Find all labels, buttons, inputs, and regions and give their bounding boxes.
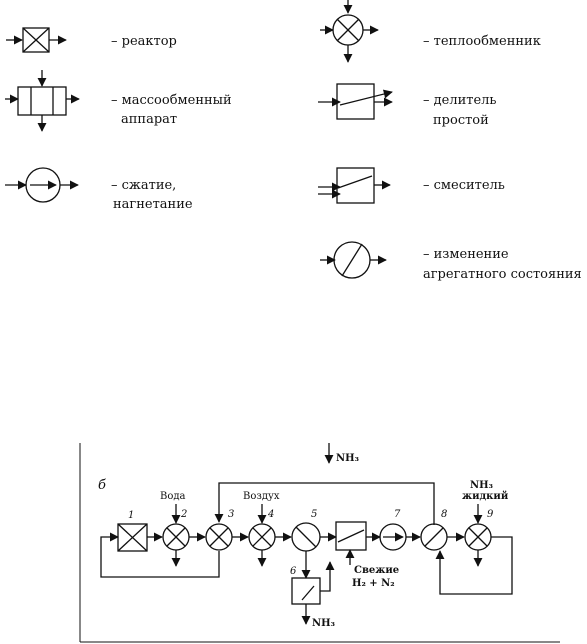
node-number-3: 3 <box>228 509 234 520</box>
legend-splitter-label-2: простой <box>433 113 489 128</box>
legend-compression-label-2: нагнетание <box>113 197 193 212</box>
node-8-phase-change <box>420 523 448 551</box>
fresh-label-2: H₂ + N₂ <box>352 578 395 589</box>
node-number-8: 8 <box>441 509 447 520</box>
node-9-heat-exchanger <box>464 523 492 551</box>
scheme-panel-border <box>79 443 560 643</box>
air-label: Воздух <box>243 491 280 502</box>
node-number-4: 4 <box>267 509 274 520</box>
legend-phase-change-label-2: агрегатного состояния <box>423 267 582 282</box>
legend-reactor-label: – реактор <box>111 34 177 49</box>
legend-mixer-symbol <box>318 167 391 204</box>
legend-splitter-symbol <box>318 83 393 120</box>
node-7-compressor <box>379 523 407 551</box>
water-label: Вода <box>160 491 186 502</box>
legend-mass-exchange-label-1: – массообменный <box>111 93 232 108</box>
panel-letter: б <box>98 478 106 493</box>
node-number-6: 6 <box>290 566 297 577</box>
node-2-heat-exchanger <box>162 523 190 551</box>
node-3-heat-exchanger <box>205 523 233 551</box>
node-number-2: 2 <box>180 509 187 520</box>
node-4-heat-exchanger <box>248 523 276 551</box>
node-number-5: 5 <box>311 509 317 520</box>
nh3-liquid-label-1: NH₃ <box>470 480 493 491</box>
legend-compression-label-1: – сжатие, <box>111 178 176 193</box>
node-mixer <box>335 521 367 551</box>
nh3-top-label: NH₃ <box>336 453 359 464</box>
node-number-7: 7 <box>394 509 401 520</box>
legend-heat-exchanger-symbol <box>320 0 379 63</box>
legend-mass-exchange-symbol <box>5 70 80 132</box>
node-1-reactor <box>117 523 148 552</box>
recycle-line-8-to-3 <box>214 482 435 525</box>
nh3-liquid-label-2: жидкий <box>462 491 509 502</box>
node-number-9: 9 <box>487 509 494 520</box>
legend-mixer-label: – смеситель <box>423 178 505 193</box>
legend-splitter-label-1: – делитель <box>423 93 496 108</box>
recycle-line-3-to-1 <box>100 532 220 578</box>
recycle-line-9-to-8 <box>435 536 513 595</box>
legend-reactor-symbol <box>6 27 67 53</box>
legend-mass-exchange-label-2: аппарат <box>121 112 177 127</box>
node-6-separator <box>291 577 321 605</box>
legend-heat-exchanger-label: – теплообменник <box>423 34 541 49</box>
legend-compression-symbol <box>5 167 79 203</box>
legend-phase-change-symbol <box>320 241 387 279</box>
nh3-out-label: NH₃ <box>312 618 335 629</box>
node-5-phase-change <box>291 522 321 552</box>
node-number-1: 1 <box>128 510 134 521</box>
legend-phase-change-label-1: – изменение <box>423 247 509 262</box>
fresh-label-1: Свежие <box>354 565 399 576</box>
